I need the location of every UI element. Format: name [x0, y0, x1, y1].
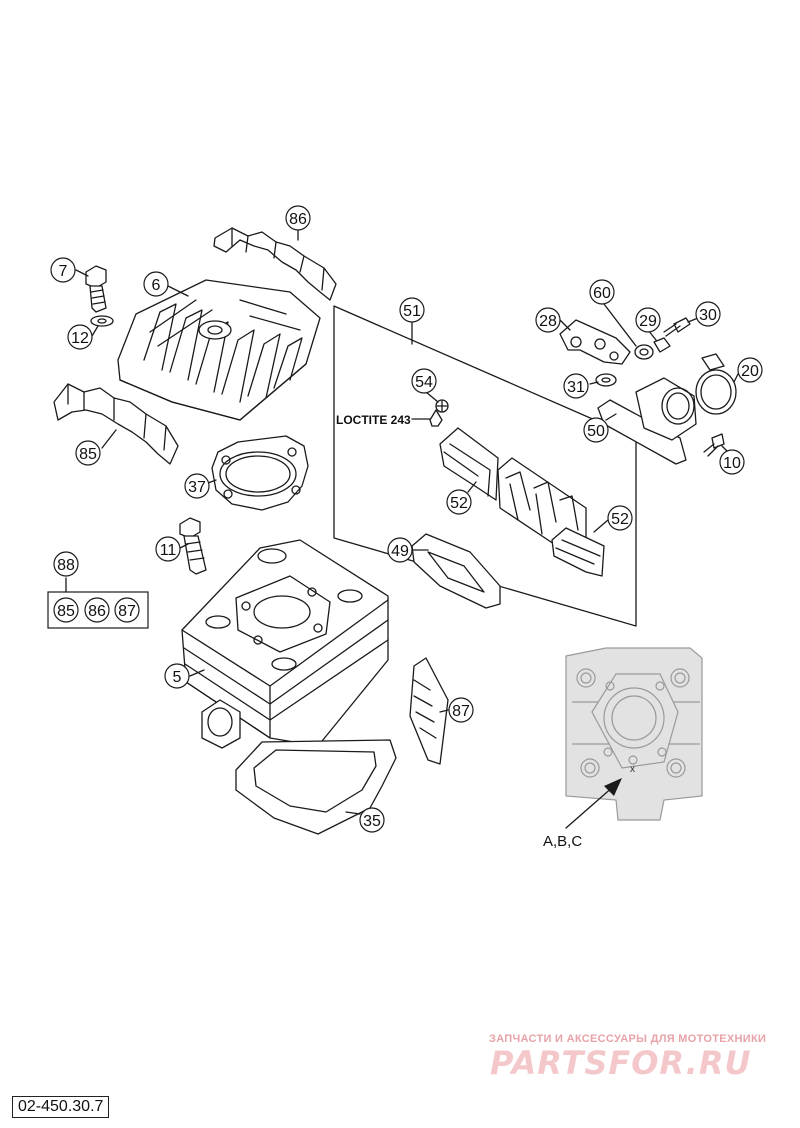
svg-text:31: 31: [567, 379, 585, 396]
svg-text:87: 87: [118, 603, 136, 620]
watermark-brand-logo: PARTSFOR.RU: [490, 1044, 752, 1082]
callout-10: 10: [719, 449, 745, 475]
svg-text:88: 88: [57, 557, 75, 574]
document-number: 02-450.30.7: [12, 1096, 110, 1118]
callout-87a: 87: [114, 597, 140, 623]
part-35-base-gasket: [235, 739, 397, 835]
svg-text:29: 29: [639, 313, 657, 330]
svg-text:7: 7: [59, 263, 68, 280]
svg-text:60: 60: [593, 285, 611, 302]
part-50-intake-manifold: [597, 377, 697, 465]
callout-29: 29: [635, 307, 661, 333]
part-31-washer: [595, 373, 617, 387]
part-87-strip: [409, 657, 449, 765]
svg-text:54: 54: [415, 374, 433, 391]
callout-87b: 87: [448, 697, 474, 723]
loctite-note: LOCTITE 243: [336, 413, 411, 427]
svg-text:12: 12: [71, 330, 89, 347]
part-60-ring: [634, 344, 654, 360]
part-6-cylinder-head: [117, 279, 321, 421]
callout-88: 88: [53, 551, 79, 577]
watermark-tagline: ЗАПЧАСТИ И АКСЕССУАРЫ ДЛЯ МОТОТЕХНИКИ: [489, 1033, 767, 1045]
svg-text:30: 30: [699, 307, 717, 324]
svg-text:85: 85: [79, 446, 97, 463]
part-10-bolt: [703, 433, 725, 457]
part-85-bracket: [53, 383, 179, 465]
part-52-reeds-right: [551, 527, 605, 577]
svg-text:52: 52: [611, 511, 629, 528]
svg-text:11: 11: [160, 542, 177, 559]
part-7-bolt: [85, 265, 107, 313]
callout-85b: 85: [53, 597, 79, 623]
cylinder-top-view-inset: [565, 647, 703, 821]
callout-50: 50: [583, 417, 609, 443]
callout-5: 5: [164, 663, 190, 689]
svg-text:5: 5: [173, 669, 182, 686]
svg-text:35: 35: [363, 813, 381, 830]
svg-text:86: 86: [88, 603, 106, 620]
callout-60: 60: [589, 279, 615, 305]
callout-52a: 52: [446, 489, 472, 515]
svg-text:49: 49: [391, 543, 409, 560]
callout-54: 54: [411, 368, 437, 394]
svg-text:87: 87: [452, 703, 470, 720]
callout-85a: 85: [75, 440, 101, 466]
part-29-spacer: [653, 337, 671, 353]
svg-text:50: 50: [587, 423, 605, 440]
svg-text:85: 85: [57, 603, 75, 620]
kit-88-box: [47, 591, 149, 629]
callout-86a: 86: [285, 205, 311, 231]
svg-text:52: 52: [450, 495, 468, 512]
marking-x: x: [630, 764, 635, 775]
callout-20: 20: [737, 357, 763, 383]
callout-28: 28: [535, 307, 561, 333]
reed-valve-group-box: [333, 305, 637, 627]
svg-text:37: 37: [188, 479, 206, 496]
svg-text:10: 10: [723, 455, 741, 472]
callout-49: 49: [387, 537, 413, 563]
svg-text:86: 86: [289, 211, 307, 228]
part-11-bolt: [179, 517, 207, 575]
svg-text:6: 6: [152, 277, 161, 294]
marking-arrow: [565, 778, 622, 829]
part-86-bracket: [213, 227, 337, 301]
part-49-gasket: [411, 533, 501, 609]
marking-note: A,B,C: [543, 833, 582, 850]
callout-11: 11: [155, 536, 181, 562]
part-37-gasket: [211, 435, 309, 511]
callout-30: 30: [695, 301, 721, 327]
part-5-cylinder: [181, 539, 389, 749]
svg-text:28: 28: [539, 313, 557, 330]
part-28-bracket: [559, 319, 631, 365]
callout-51: 51: [399, 297, 425, 323]
part-20-clamp: [695, 353, 737, 415]
svg-text:20: 20: [741, 363, 759, 380]
callout-7: 7: [50, 257, 76, 283]
part-12-washer: [90, 315, 114, 327]
callout-86b: 86: [84, 597, 110, 623]
part-30-bolt: [663, 317, 691, 337]
callout-12: 12: [67, 324, 93, 350]
callout-6: 6: [143, 271, 169, 297]
callout-35: 35: [359, 807, 385, 833]
part-54-screw: [429, 399, 449, 427]
callout-52b: 52: [607, 505, 633, 531]
callout-31: 31: [563, 373, 589, 399]
part-52-reeds-left: [439, 427, 499, 501]
svg-text:51: 51: [403, 303, 421, 320]
callout-37: 37: [184, 473, 210, 499]
